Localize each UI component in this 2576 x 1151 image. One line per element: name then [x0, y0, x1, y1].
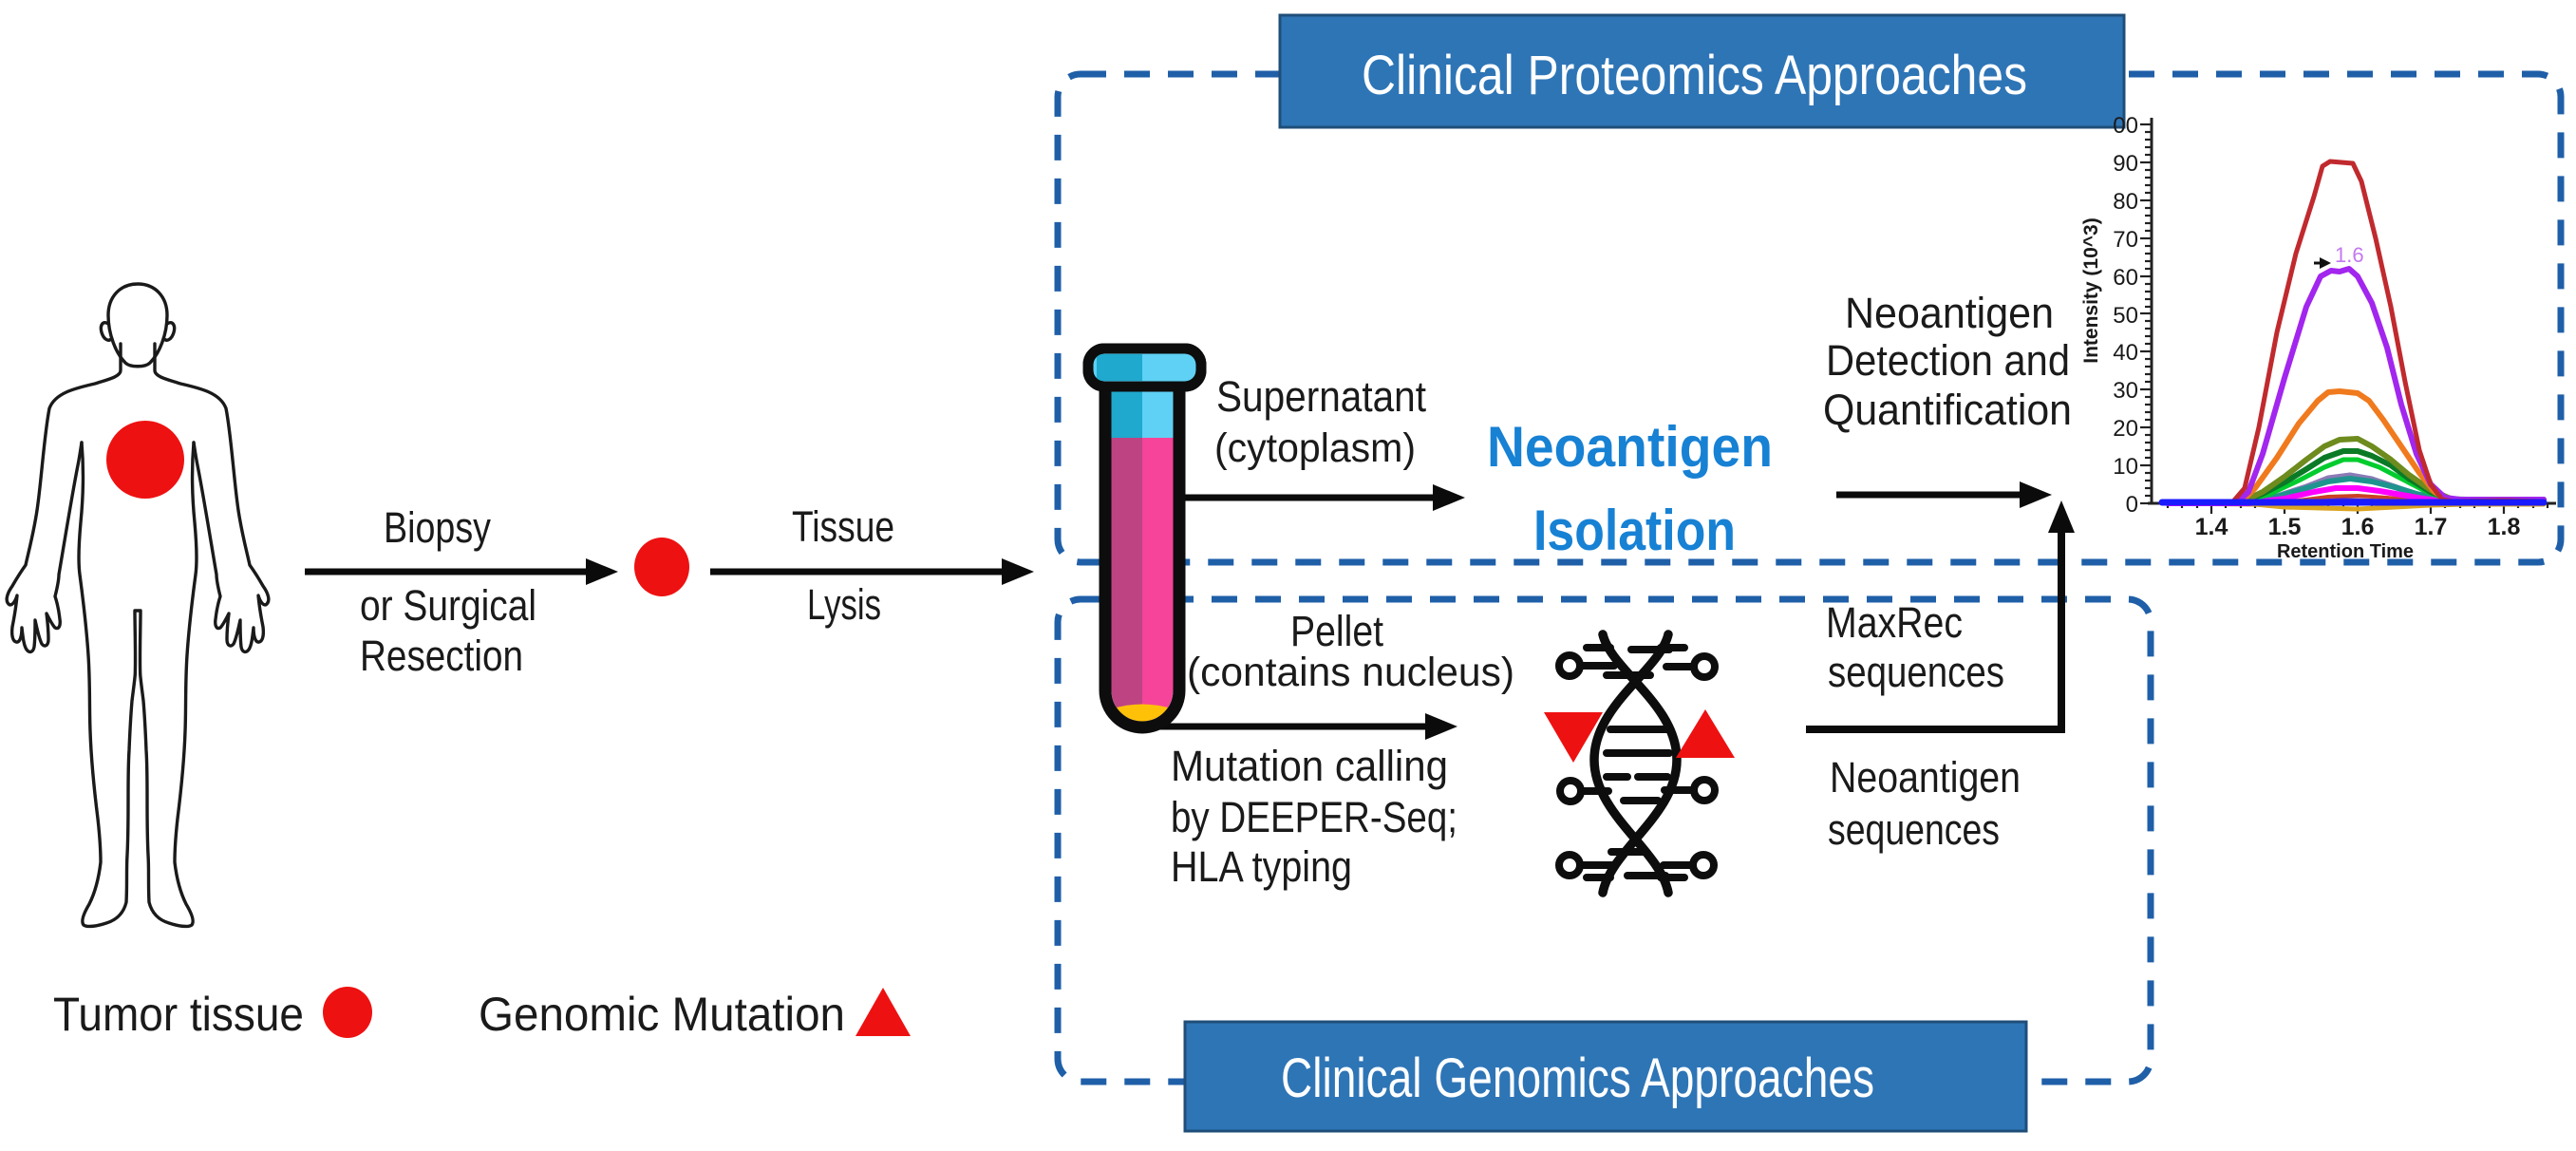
- svg-text:sequences: sequences: [1828, 648, 2004, 696]
- svg-text:50: 50: [2113, 303, 2138, 329]
- svg-text:or Surgical: or Surgical: [360, 581, 536, 630]
- svg-text:1.5: 1.5: [2268, 514, 2302, 540]
- svg-text:40: 40: [2113, 340, 2138, 366]
- svg-text:(contains nucleus): (contains nucleus): [1187, 650, 1514, 695]
- svg-text:Tissue: Tissue: [792, 502, 894, 551]
- svg-text:Mutation calling: Mutation calling: [1171, 742, 1448, 790]
- svg-text:sequences: sequences: [1828, 805, 2000, 854]
- svg-text:Neoantigen: Neoantigen: [1487, 415, 1773, 479]
- svg-text:Intensity (10^3): Intensity (10^3): [2080, 217, 2102, 363]
- svg-text:Tumor tissue: Tumor tissue: [53, 988, 304, 1041]
- svg-text:0: 0: [2126, 492, 2138, 518]
- svg-text:80: 80: [2113, 189, 2138, 215]
- svg-text:Supernatant: Supernatant: [1216, 372, 1426, 421]
- svg-text:Clinical Genomics Approaches: Clinical Genomics Approaches: [1281, 1047, 1874, 1109]
- svg-text:Neoantigen: Neoantigen: [1845, 289, 2054, 337]
- svg-text:1.4: 1.4: [2195, 514, 2228, 540]
- svg-text:Resection: Resection: [360, 632, 523, 680]
- svg-text:1.6: 1.6: [2335, 243, 2364, 267]
- svg-text:1.6: 1.6: [2341, 514, 2375, 540]
- svg-text:10: 10: [2113, 454, 2138, 480]
- svg-text:60: 60: [2113, 265, 2138, 291]
- svg-text:by DEEPER-Seq;: by DEEPER-Seq;: [1171, 793, 1457, 841]
- svg-text:1.7: 1.7: [2415, 514, 2448, 540]
- svg-text:20: 20: [2113, 416, 2138, 442]
- svg-text:Genomic Mutation: Genomic Mutation: [479, 988, 845, 1041]
- svg-text:Detection and: Detection and: [1826, 336, 2070, 385]
- svg-text:70: 70: [2113, 227, 2138, 253]
- svg-text:Isolation: Isolation: [1533, 499, 1736, 562]
- svg-text:HLA typing: HLA typing: [1171, 842, 1352, 891]
- svg-text:00: 00: [2113, 113, 2138, 139]
- svg-text:(cytoplasm): (cytoplasm): [1214, 425, 1416, 471]
- svg-text:1.8: 1.8: [2488, 514, 2521, 540]
- svg-text:Quantification: Quantification: [1823, 386, 2072, 434]
- svg-text:Retention Time: Retention Time: [2277, 541, 2414, 562]
- svg-text:30: 30: [2113, 378, 2138, 404]
- svg-text:Pellet: Pellet: [1290, 607, 1383, 655]
- svg-text:Lysis: Lysis: [807, 580, 881, 629]
- svg-text:MaxRec: MaxRec: [1826, 598, 1963, 647]
- svg-text:Biopsy: Biopsy: [384, 503, 491, 552]
- svg-text:90: 90: [2113, 151, 2138, 177]
- svg-text:Neoantigen: Neoantigen: [1830, 753, 2021, 802]
- svg-text:Clinical Proteomics Approaches: Clinical Proteomics Approaches: [1362, 45, 2027, 106]
